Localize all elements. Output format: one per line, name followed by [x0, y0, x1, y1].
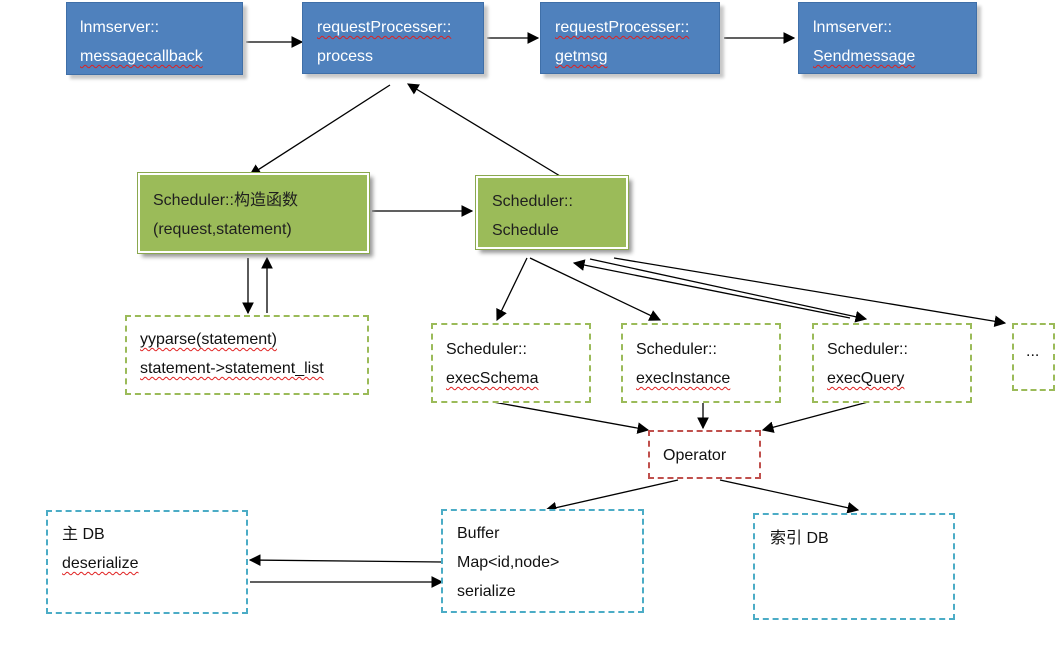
- arrow-operator-to-index-db: [719, 479, 860, 514]
- box-line-1: requestProcesser::: [317, 19, 452, 36]
- box-line-1: Scheduler::构造函数: [153, 192, 298, 209]
- box-line-2: getmsg: [555, 48, 608, 65]
- ellipsis-label: ...: [1026, 343, 1040, 360]
- box-line-2: deserialize: [62, 555, 139, 572]
- box-operator: Operator: [648, 430, 761, 479]
- box-line-1: Scheduler::: [636, 341, 717, 358]
- box-line-2: execInstance: [636, 370, 731, 387]
- box-line-1: Scheduler::: [446, 341, 527, 358]
- operator-label: Operator: [663, 447, 727, 464]
- arrow-buffer-to-main-db: [248, 554, 443, 566]
- box-buffer: Buffer Map<id,node> serialize: [441, 509, 644, 613]
- box-lnmserver-sendmessage: lnmserver:: Sendmessage: [798, 2, 977, 74]
- arrow-query-to-operator: [761, 401, 869, 433]
- box-line-2: process: [317, 48, 374, 65]
- box-line-1: lnmserver::: [80, 19, 160, 36]
- box-yyparse: yyparse(statement) statement->statement_…: [125, 315, 369, 395]
- box-main-db: 主 DB deserialize: [46, 510, 248, 614]
- box-requestprocesser-process: requestProcesser:: process: [302, 2, 484, 74]
- box-line-2: messagecallback: [80, 48, 203, 65]
- box-line-3: serialize: [457, 583, 516, 600]
- box-line-1: 主 DB: [62, 526, 105, 543]
- box-line-1: Scheduler::: [492, 193, 573, 210]
- arrow-schedule-to-query: [589, 258, 868, 323]
- arrow-schedule-to-more: [613, 257, 1007, 328]
- arrow-operator-to-buffer: [544, 479, 679, 514]
- box-line-2: Map<id,node>: [457, 554, 560, 571]
- box-exec-query: Scheduler:: execQuery: [812, 323, 972, 403]
- box-index-db: 索引 DB: [753, 513, 955, 620]
- box-exec-schema: Scheduler:: execSchema: [431, 323, 591, 403]
- arrow-more-to-schedule: [572, 259, 851, 319]
- box-line-2: execQuery: [827, 370, 905, 387]
- box-more-ellipsis: ...: [1012, 323, 1055, 391]
- box-line-1: requestProcesser::: [555, 19, 690, 36]
- box-line-1: yyparse(statement): [140, 331, 277, 348]
- arrow-schedule-to-process: [406, 83, 561, 177]
- box-line-1: 索引 DB: [770, 530, 829, 547]
- box-scheduler-schedule: Scheduler:: Schedule: [475, 175, 629, 250]
- box-line-1: Buffer: [457, 525, 500, 542]
- box-line-2: Schedule: [492, 222, 559, 239]
- arrow-schedule-to-instance: [529, 257, 662, 321]
- box-line-1: lnmserver::: [813, 19, 893, 36]
- box-line-2: (request,statement): [153, 221, 292, 238]
- arrow-schema-to-operator: [492, 401, 650, 434]
- box-line-2: Sendmessage: [813, 48, 916, 65]
- box-line-2: statement->statement_list: [140, 360, 324, 377]
- box-requestprocesser-getmsg: requestProcesser:: getmsg: [540, 2, 720, 74]
- box-lnmserver-messagecallback: lnmserver:: messagecallback: [66, 2, 243, 75]
- arrow-schedule-to-schema: [496, 257, 528, 322]
- arrow-process-to-ctor: [249, 84, 391, 176]
- box-exec-instance: Scheduler:: execInstance: [621, 323, 781, 403]
- box-line-1: Scheduler::: [827, 341, 908, 358]
- box-scheduler-constructor: Scheduler::构造函数 (request,statement): [137, 172, 370, 254]
- box-line-2: execSchema: [446, 370, 539, 387]
